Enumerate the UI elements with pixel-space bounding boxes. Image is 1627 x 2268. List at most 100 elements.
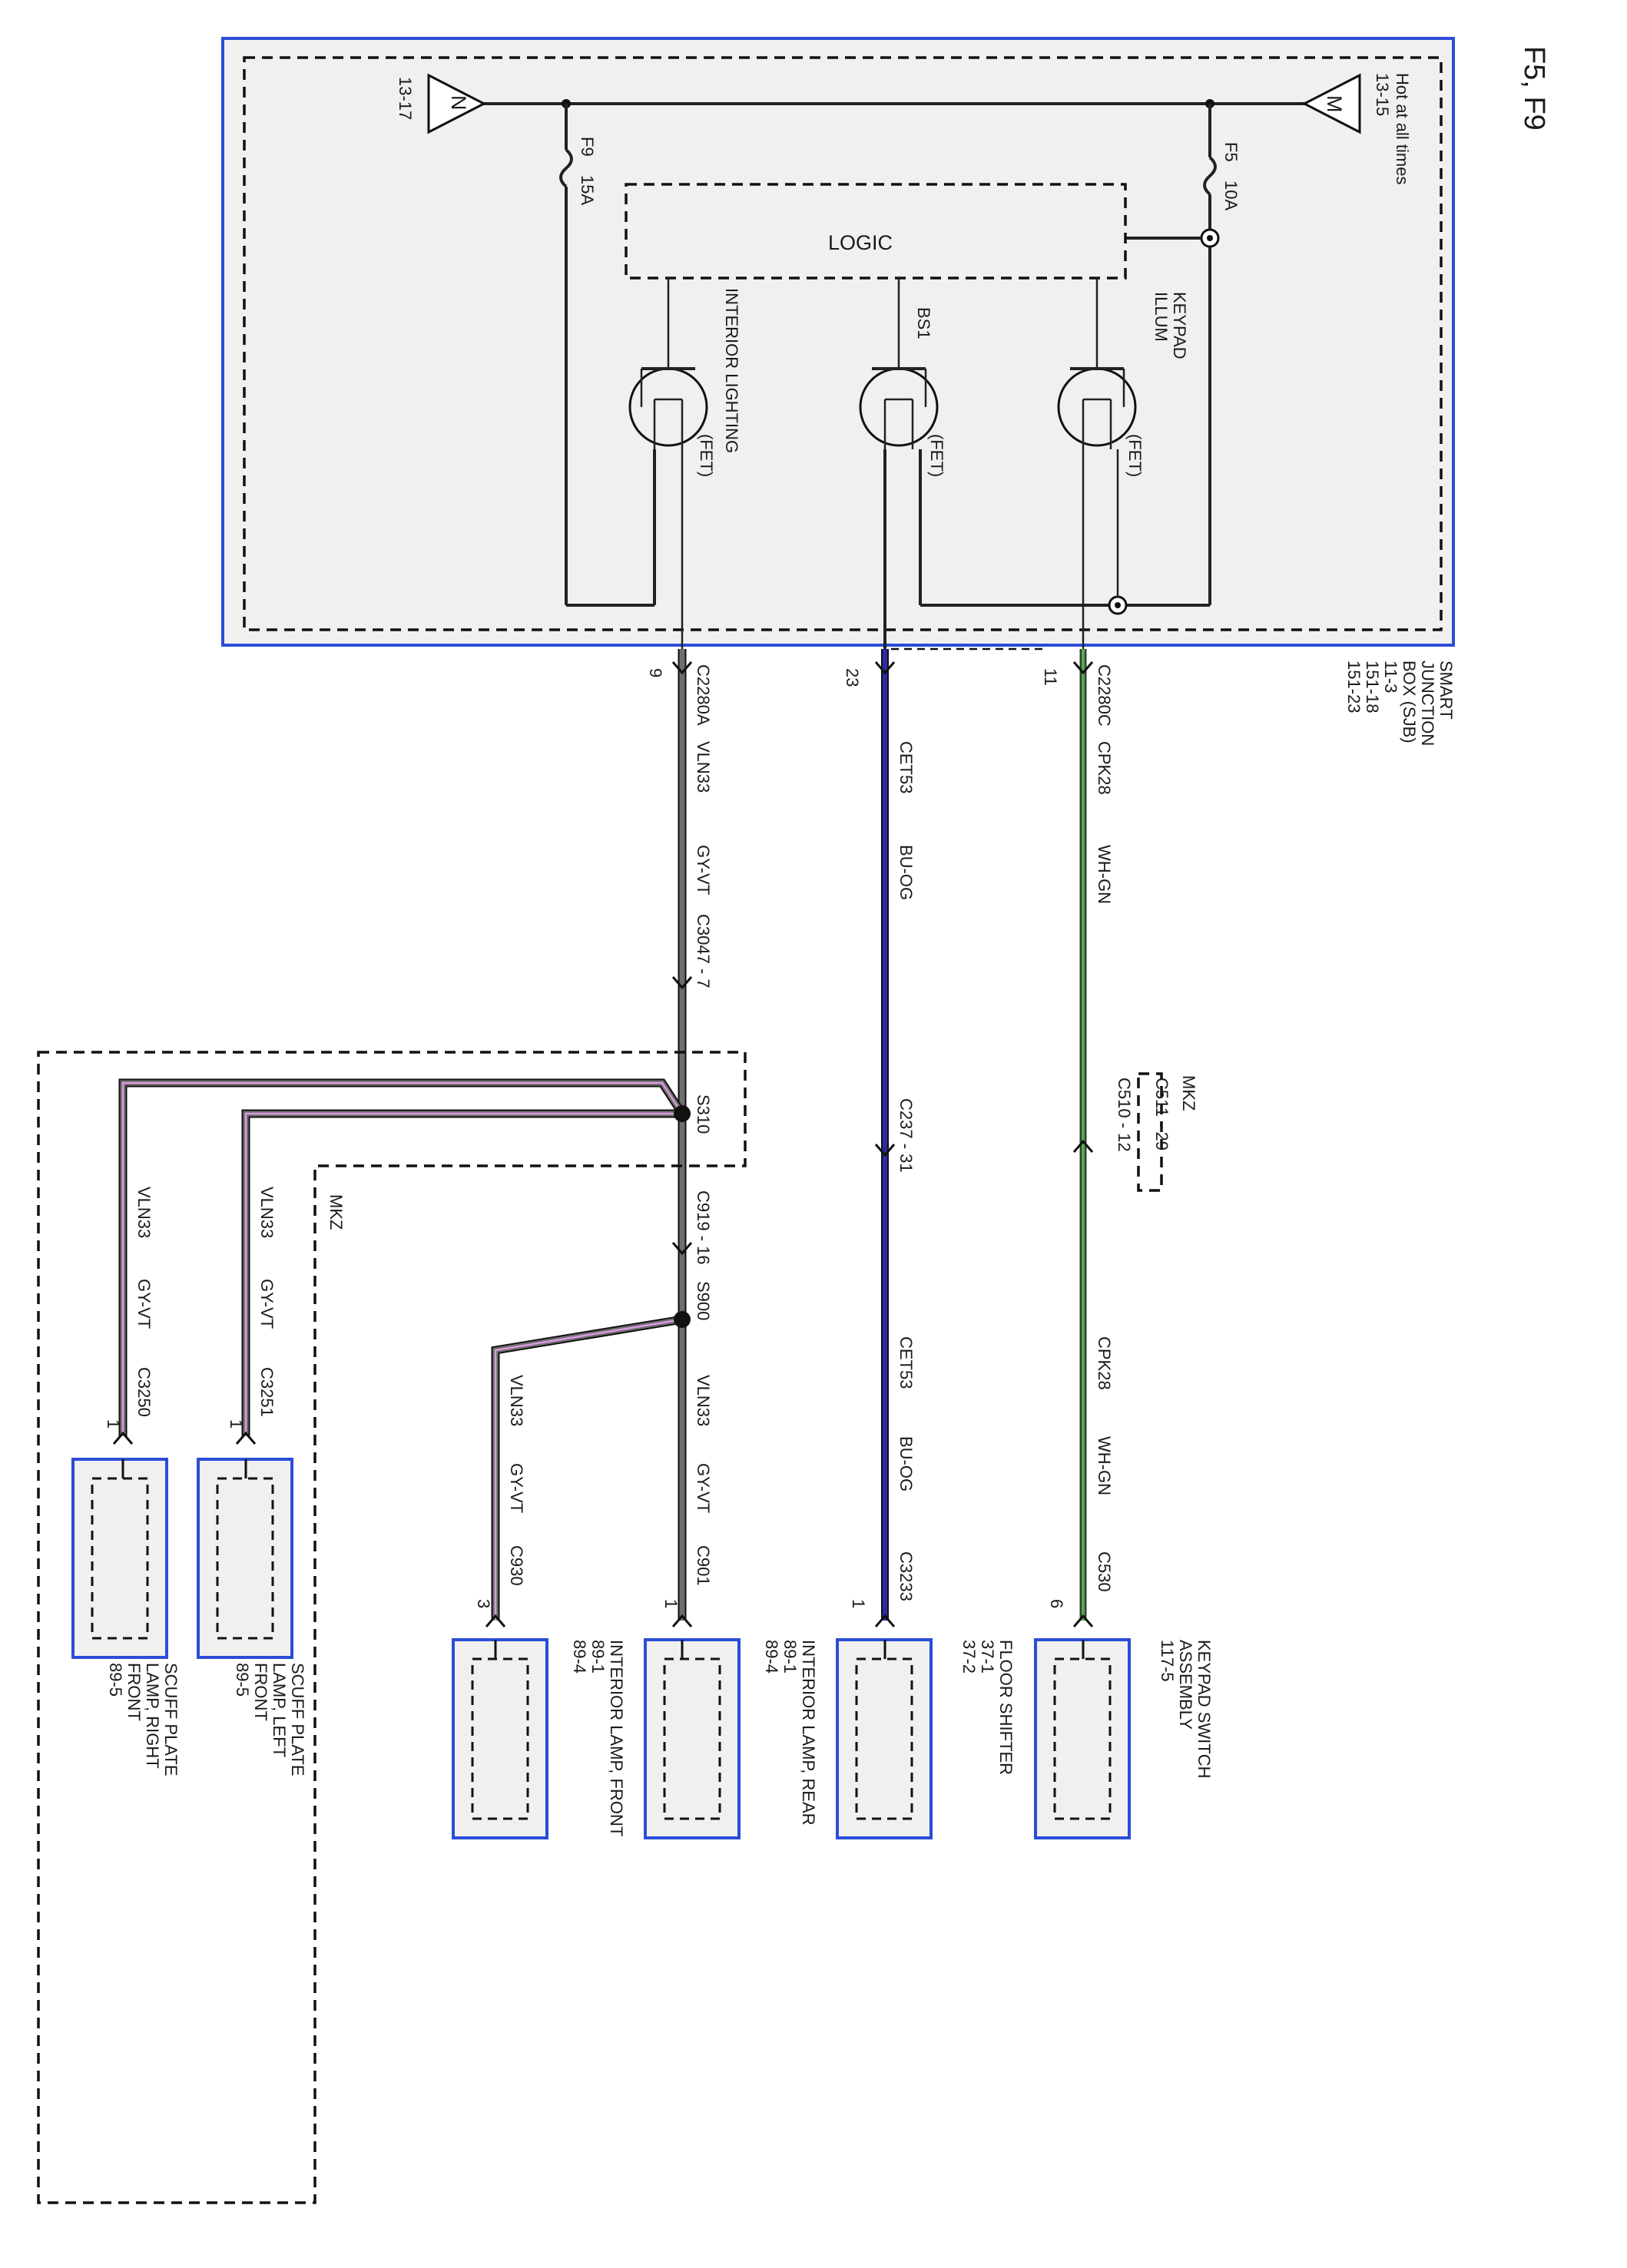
lamp-rear-name: INTERIOR LAMP, REAR <box>799 1640 818 1826</box>
sjb-name-line: BOX (SJB) <box>1400 661 1419 743</box>
keypad-end-pin: 6 <box>1047 1599 1066 1608</box>
shifter-color-2: BU-OG <box>896 1436 916 1492</box>
keypad-switch-ref: 117-5 <box>1158 1640 1177 1682</box>
lamp-rear-ref-2: 89-4 <box>762 1640 781 1674</box>
sjb-inner-border <box>243 56 1443 631</box>
circuit-keypad: 11 C2280C CPK28 WH-GN MKZ C511 - 29 C510… <box>1041 649 1198 1627</box>
front-circuit: VLN33 <box>507 1375 526 1426</box>
connector-arrow <box>671 1614 693 1627</box>
shifter-circuit: CET53 <box>896 741 916 793</box>
right-circuit: VLN33 <box>134 1187 154 1238</box>
node-m-label: M <box>1323 95 1346 113</box>
interior-connector: C2280A <box>694 664 713 726</box>
fuse-f5-rating: 10A <box>1221 180 1241 210</box>
scuff-right-ref: 89-5 <box>106 1663 125 1697</box>
rear-color: GY-VT <box>694 1463 713 1513</box>
sjb-name-line: 151-18 <box>1363 661 1382 714</box>
floor-shifter-ref-1: 37-1 <box>978 1640 997 1674</box>
keypad-c511: C511 - 29 <box>1152 1078 1171 1151</box>
fet-bs1-label: BS1 <box>914 307 933 339</box>
component-floor-shifter: FLOOR SHIFTER 37-1 37-2 <box>836 1638 1016 1839</box>
keypad-circuit: CPK28 <box>1095 741 1114 795</box>
c511-option-box <box>1137 1072 1163 1192</box>
connector-arrow <box>874 661 896 675</box>
keypad-c510: C510 - 12 <box>1115 1078 1134 1152</box>
lamp-front-name: INTERIOR LAMP, FRONT <box>607 1640 626 1836</box>
left-pin: 1 <box>227 1419 246 1429</box>
interior-pin: 9 <box>646 668 665 677</box>
smart-junction-box: N 13-17 M Hot at all times 13-15 F9 15A … <box>221 37 1455 649</box>
interior-s900: S900 <box>694 1281 713 1320</box>
fet-keypad-label-1: KEYPAD <box>1170 292 1189 359</box>
connector-arrow <box>1072 1614 1094 1627</box>
sjb-name-label: SMART JUNCTION BOX (SJB) 11-3 151-18 151… <box>1344 661 1456 746</box>
shifter-color: BU-OG <box>896 845 916 900</box>
rear-connector: C901 <box>694 1545 713 1586</box>
floor-shifter-ref-2: 37-2 <box>959 1640 979 1674</box>
rear-pin: 1 <box>661 1599 681 1608</box>
interior-s310: S310 <box>694 1094 713 1134</box>
fet-interior-label: INTERIOR LIGHTING <box>722 288 741 453</box>
keypad-color-2: WH-GN <box>1095 1436 1114 1495</box>
logic-block <box>625 183 1127 280</box>
connector-arrow <box>671 976 693 990</box>
component-scuff-plate-right: SCUFF PLATE LAMP, RIGHT FRONT 89-5 <box>71 1458 181 1776</box>
fet-interior-tag: (FET) <box>697 434 716 477</box>
sjb-name-line: SMART <box>1436 661 1456 720</box>
connector-arrow <box>874 1144 896 1157</box>
fet-keypad-illum <box>1057 367 1137 649</box>
interior-inline: C3047 - 7 <box>694 914 713 988</box>
keypad-connector: C2280C <box>1095 664 1114 727</box>
page-label: F5, F9 <box>1518 46 1550 131</box>
sjb-outline <box>221 37 1455 647</box>
splice-s310 <box>674 1105 691 1122</box>
right-pin: 1 <box>104 1419 123 1429</box>
keypad-mkz: MKZ <box>1179 1075 1198 1111</box>
fet-supply-junction-dot <box>1115 602 1121 608</box>
scuff-right-name: SCUFF PLATE <box>161 1663 181 1776</box>
sjb-name-line: 11-3 <box>1381 661 1400 693</box>
left-circuit: VLN33 <box>257 1187 277 1238</box>
left-connector: C3251 <box>257 1367 277 1417</box>
connector-arrow <box>235 1431 257 1445</box>
f5-logic-junction-dot <box>1207 235 1213 241</box>
splice-s900 <box>674 1311 691 1328</box>
component-interior-lamp-front: INTERIOR LAMP, FRONT 89-1 89-4 <box>452 1638 626 1839</box>
keypad-switch-name: KEYPAD SWITCH <box>1195 1640 1214 1779</box>
right-color: GY-VT <box>134 1279 154 1329</box>
shifter-pin: 23 <box>843 668 862 687</box>
front-color: GY-VT <box>507 1463 526 1513</box>
shifter-inline: C237 - 31 <box>896 1098 916 1173</box>
connector-arrow <box>485 1614 506 1627</box>
component-scuff-plate-left: SCUFF PLATE LAMP, LEFT FRONT 89-5 <box>197 1458 307 1776</box>
sjb-name-line: 151-23 <box>1344 661 1364 714</box>
rear-circuit: VLN33 <box>694 1375 713 1426</box>
sjb-name-line: JUNCTION <box>1418 661 1437 746</box>
floor-shifter-name: FLOOR SHIFTER <box>996 1640 1016 1775</box>
fuse-f5-label: F5 <box>1221 142 1241 162</box>
scuff-right-name-3: FRONT <box>124 1663 144 1721</box>
lamp-front-ref-2: 89-4 <box>570 1640 589 1674</box>
fuse-f9-symbol <box>559 148 573 188</box>
connector-arrow <box>1072 661 1094 675</box>
shifter-circuit-2: CET53 <box>896 1336 916 1389</box>
mkz-region-label: MKZ <box>326 1194 346 1230</box>
node-n-label: N <box>447 95 470 111</box>
fet-keypad-label-2: ILLUM <box>1151 292 1171 342</box>
left-color: GY-VT <box>257 1279 277 1329</box>
interior-color: GY-VT <box>694 845 713 895</box>
front-connector: C930 <box>507 1545 526 1586</box>
scuff-right-name-2: LAMP, RIGHT <box>143 1663 162 1769</box>
interior-inline-2: C919 - 16 <box>694 1190 713 1265</box>
connector-arrow <box>671 1242 693 1256</box>
fuse-f9-rating: 15A <box>578 175 597 205</box>
fet-bs1-tag: (FET) <box>927 434 946 477</box>
scuff-left-name: SCUFF PLATE <box>288 1663 307 1776</box>
fuse-f5-symbol <box>1203 156 1217 196</box>
component-interior-lamp-rear: INTERIOR LAMP, REAR 89-1 89-4 <box>644 1638 818 1839</box>
mkz-option-region <box>37 1051 747 2204</box>
hot-ref: 13-15 <box>1373 73 1392 116</box>
scuff-left-name-3: FRONT <box>251 1663 270 1721</box>
keypad-circuit-2: CPK28 <box>1095 1336 1114 1390</box>
